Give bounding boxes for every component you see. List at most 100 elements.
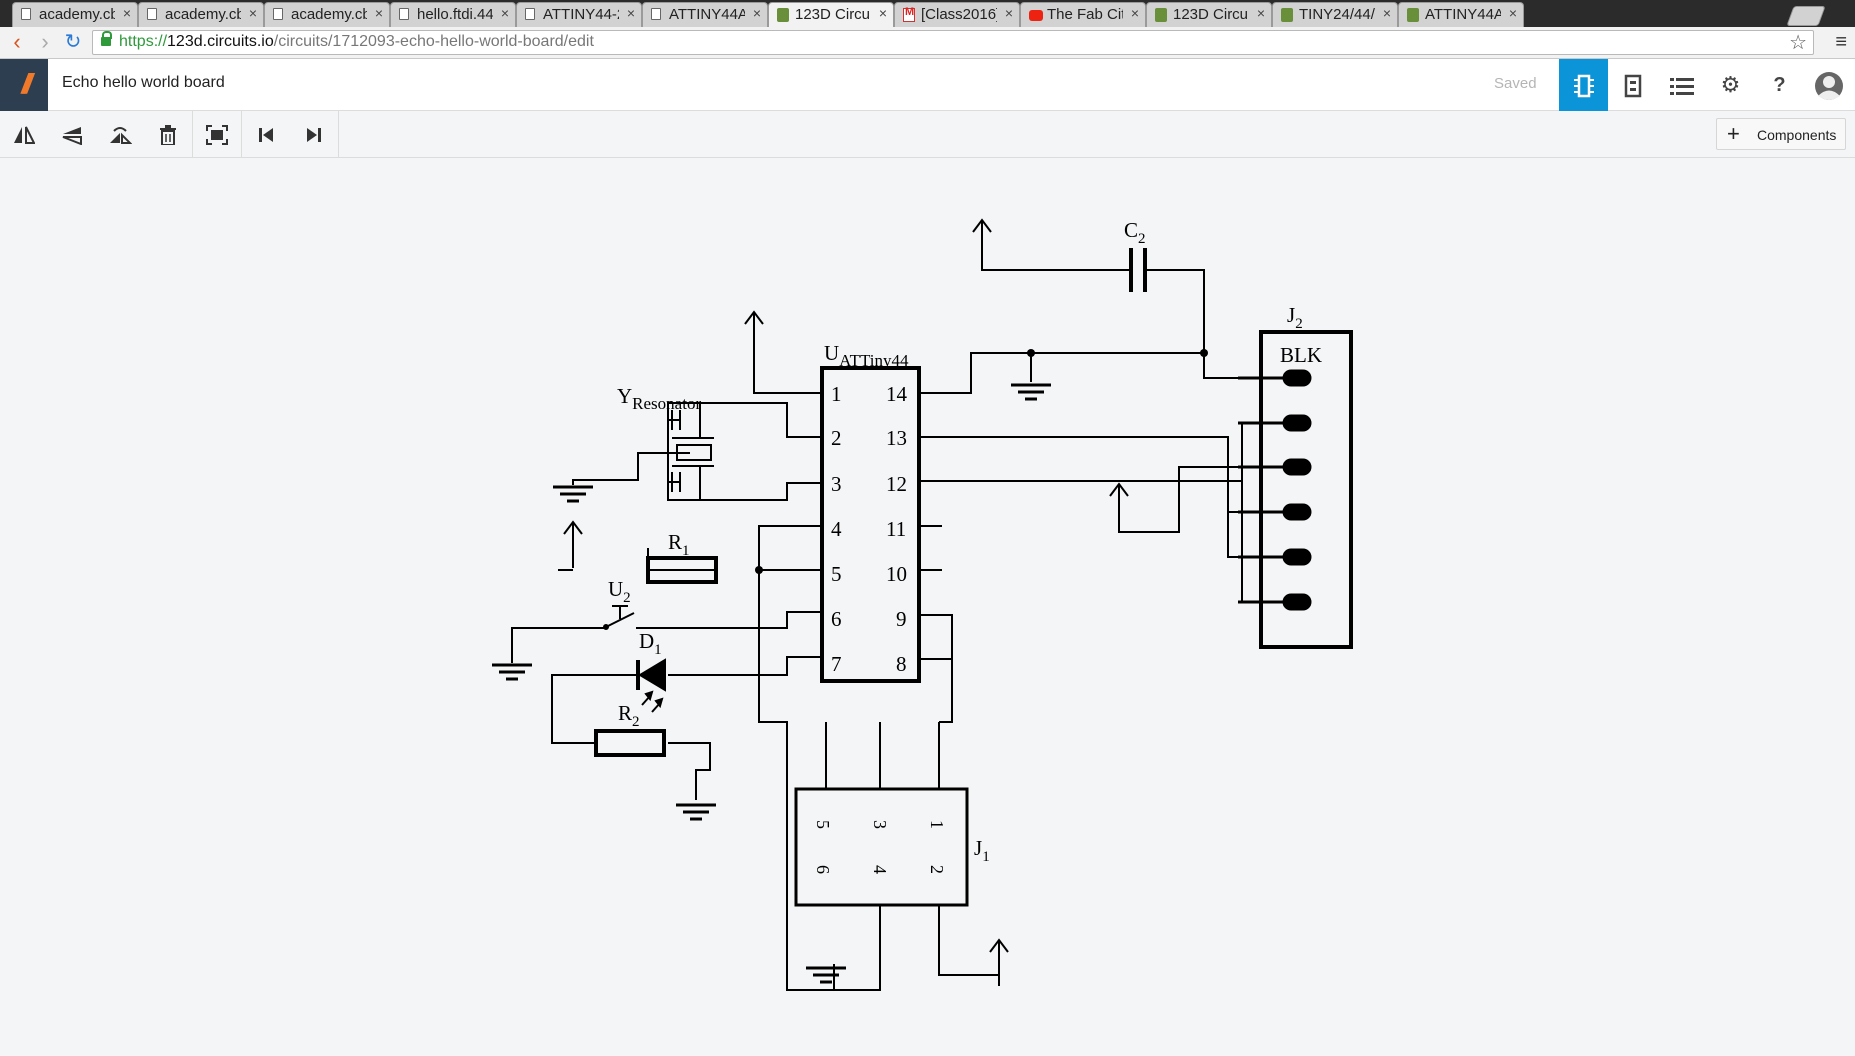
circuits-icon bbox=[1407, 8, 1419, 22]
reload-icon[interactable]: ↻ bbox=[64, 31, 82, 53]
page-icon bbox=[525, 8, 535, 20]
rotate-button[interactable] bbox=[96, 111, 144, 157]
rotate-icon bbox=[110, 126, 133, 144]
ic-pin-number: 7 bbox=[831, 652, 842, 676]
help-icon: ? bbox=[1773, 74, 1786, 96]
close-icon[interactable]: × bbox=[500, 5, 509, 21]
step-back-icon bbox=[259, 127, 273, 142]
browser-tab[interactable]: ATTINY44-20S × bbox=[516, 2, 642, 27]
led-d1[interactable] bbox=[636, 658, 666, 713]
flip-horizontal-button[interactable] bbox=[0, 111, 48, 157]
schematic-canvas[interactable]: UATTiny44 YResonator R1 R2 U2 D1 C2 J2 J… bbox=[0, 158, 1855, 1056]
u2-ref-label: U2 bbox=[608, 577, 631, 606]
close-icon[interactable]: × bbox=[1382, 5, 1391, 21]
close-icon[interactable]: × bbox=[1256, 5, 1265, 21]
app-header: /// Echo hello world board Saved ⚙ ? bbox=[0, 59, 1855, 111]
browser-tab[interactable]: ATTINY44A-SS × bbox=[1398, 2, 1524, 27]
schematic-drawing[interactable]: UATTiny44 YResonator R1 R2 U2 D1 C2 J2 J… bbox=[0, 158, 1855, 1056]
tab-label: 123D Circuits bbox=[795, 6, 871, 23]
browser-tab[interactable]: academy.cbaₐ × bbox=[12, 2, 138, 27]
schematic-view-button[interactable] bbox=[1608, 59, 1657, 111]
breadboard-view-button[interactable] bbox=[1559, 59, 1608, 111]
resistor-r2[interactable] bbox=[594, 729, 666, 757]
tab-label: hello.ftdi.44.p bbox=[417, 6, 493, 23]
ic-pin-number: 6 bbox=[831, 607, 842, 631]
resistor-r1[interactable] bbox=[646, 556, 718, 584]
close-icon[interactable]: × bbox=[1508, 5, 1517, 21]
help-button[interactable]: ? bbox=[1755, 59, 1804, 111]
browser-tab[interactable]: TINY24/44/84 × bbox=[1272, 2, 1398, 27]
j2-body[interactable] bbox=[1259, 330, 1353, 649]
browser-tab[interactable]: The Fab City C × bbox=[1020, 2, 1146, 27]
save-status: Saved bbox=[1494, 75, 1537, 92]
tab-label: academy.cbaₐ bbox=[291, 6, 367, 23]
address-bar-row: ‹ › ↻ https://123d.circuits.io/circuits/… bbox=[0, 27, 1855, 59]
url-path: /circuits/1712093-echo-hello-world-board… bbox=[273, 33, 594, 50]
close-icon[interactable]: × bbox=[1130, 5, 1139, 21]
tab-label: ATTINY44A-PU bbox=[669, 6, 745, 23]
project-title[interactable]: Echo hello world board bbox=[62, 74, 225, 91]
circuits-logo[interactable]: /// bbox=[0, 59, 48, 111]
list-view-icon bbox=[1669, 77, 1694, 95]
browser-tab[interactable]: hello.ftdi.44.p × bbox=[390, 2, 516, 27]
new-tab-button[interactable] bbox=[1786, 6, 1826, 26]
ic-body[interactable] bbox=[820, 366, 921, 683]
ic-pin-number: 3 bbox=[831, 472, 842, 496]
close-icon[interactable]: × bbox=[374, 5, 383, 21]
page-icon bbox=[651, 8, 661, 20]
step-forward-button[interactable] bbox=[290, 111, 338, 157]
resonator-y[interactable] bbox=[671, 403, 714, 500]
step-back-button[interactable] bbox=[242, 111, 290, 157]
c2-ref-label: C2 bbox=[1124, 218, 1146, 247]
tab-label: [Class2016] Fi bbox=[921, 6, 997, 23]
close-icon[interactable]: × bbox=[626, 5, 635, 21]
close-icon[interactable]: × bbox=[878, 5, 887, 21]
breadboard-view-icon bbox=[1573, 74, 1594, 97]
bookmark-star-icon[interactable]: ☆ bbox=[1789, 32, 1807, 54]
delete-button[interactable] bbox=[144, 111, 192, 157]
browser-tab[interactable]: 123D Circuits × bbox=[1146, 2, 1272, 27]
ic-pin-number: 14 bbox=[886, 382, 908, 406]
tab-label: ATTINY44-20S bbox=[543, 6, 619, 23]
tab-label: academy.cbaₐ bbox=[165, 6, 241, 23]
list-view-button[interactable] bbox=[1657, 59, 1706, 111]
j1-ref-label: J1 bbox=[974, 836, 990, 865]
browser-tab[interactable]: ATTINY44A-PU × bbox=[642, 2, 768, 27]
browser-tab[interactable]: academy.cbaₐ × bbox=[264, 2, 390, 27]
components-label: Components bbox=[1757, 127, 1837, 143]
tab-label: TINY24/44/84 bbox=[1299, 6, 1375, 23]
fit-to-screen-button[interactable] bbox=[193, 111, 241, 157]
close-icon[interactable]: × bbox=[122, 5, 131, 21]
ic-pin-number: 8 bbox=[896, 652, 907, 676]
j1-pin-number: 5 bbox=[813, 820, 833, 829]
toolbar-divider bbox=[192, 111, 193, 157]
browser-tab[interactable]: [Class2016] Fi × bbox=[894, 2, 1020, 27]
browser-tab[interactable]: academy.cbaₐ × bbox=[138, 2, 264, 27]
r2-ref-label: R2 bbox=[618, 701, 640, 730]
youtube-icon bbox=[1029, 10, 1043, 21]
edit-toolbar: + Components bbox=[0, 111, 1855, 158]
ic-pin-number: 12 bbox=[886, 472, 907, 496]
flip-vertical-button[interactable] bbox=[48, 111, 96, 157]
ic-pin-number: 2 bbox=[831, 426, 842, 450]
forward-icon[interactable]: › bbox=[41, 29, 49, 54]
ic-pin-number: 4 bbox=[831, 517, 842, 541]
close-icon[interactable]: × bbox=[248, 5, 257, 21]
user-avatar-button[interactable] bbox=[1804, 59, 1853, 111]
components-button[interactable]: + Components bbox=[1716, 118, 1846, 150]
browser-tab-active[interactable]: 123D Circuits × bbox=[768, 2, 894, 27]
page-icon bbox=[21, 8, 31, 20]
ic-pin-number: 11 bbox=[886, 517, 906, 541]
pushbutton-u2[interactable] bbox=[603, 605, 635, 630]
close-icon[interactable]: × bbox=[752, 5, 761, 21]
back-icon[interactable]: ‹ bbox=[13, 29, 21, 54]
toolbar-divider bbox=[338, 111, 339, 157]
capacitor-c2[interactable] bbox=[1129, 248, 1147, 292]
close-icon[interactable]: × bbox=[1004, 5, 1013, 21]
settings-button[interactable]: ⚙ bbox=[1706, 59, 1755, 111]
url-input[interactable]: https://123d.circuits.io/circuits/171209… bbox=[92, 30, 1814, 55]
j1-body[interactable] bbox=[794, 787, 969, 907]
url-host: 123d.circuits.io bbox=[167, 33, 274, 50]
j1-pin-number: 6 bbox=[813, 865, 833, 874]
browser-menu-icon[interactable]: ≡ bbox=[1835, 31, 1847, 53]
